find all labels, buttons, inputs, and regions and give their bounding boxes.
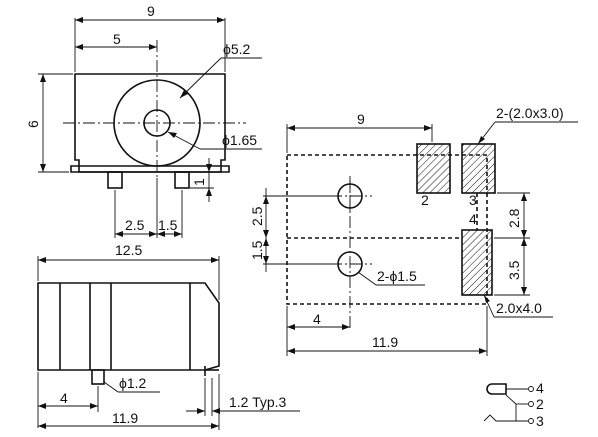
dim-fp-hole-lower: 1.5: [249, 240, 265, 260]
dim-fp-pad-row: 9: [357, 111, 365, 127]
pad-label-4: 4: [469, 211, 477, 227]
pad-label-2: 2: [421, 192, 429, 208]
pad-size-large: 2.0x4.0: [496, 300, 542, 316]
dim-top-height: 6: [25, 120, 41, 128]
pad-label-3: 3: [469, 192, 477, 208]
dim-fp-hole-x: 4: [313, 311, 321, 327]
dim-side-tab: 1.2 Typ.3: [229, 394, 287, 410]
pcb-footprint: 2 3 4 9 2-(2.0x3.0) 2.5 1.5 2.8 3: [249, 105, 578, 356]
dim-top-center: 5: [113, 31, 121, 47]
dim-top-outer-dia: ϕ5.2: [223, 41, 251, 57]
dim-fp-width: 11.9: [372, 334, 398, 350]
hole-spec: 2-ϕ1.5: [377, 268, 417, 284]
pad-3: [461, 143, 496, 194]
dim-top-width: 9: [147, 3, 155, 19]
dim-fp-pad-large: 3.5: [506, 260, 522, 280]
dim-fp-hole-upper: 2.5: [249, 206, 265, 226]
dim-top-pin-height: 1: [191, 178, 207, 186]
dim-top-pin-dia: ϕ1.65: [222, 132, 257, 148]
pin-schematic: 4 2 3: [483, 380, 544, 429]
top-view: 9 5 6 ϕ5.2 ϕ1.65 1: [25, 3, 262, 238]
dim-side-body: 11.9: [112, 410, 138, 426]
dim-top-pin-b: 1.5: [158, 217, 178, 233]
dim-side-total: 12.5: [115, 242, 142, 258]
pad-size-small: 2-(2.0x3.0): [496, 105, 564, 121]
pin-label-2: 2: [536, 396, 544, 412]
side-view: 12.5 4 ϕ1.2 1.2 Typ.3 11.9: [37, 242, 300, 430]
dim-top-pin-a: 2.5: [125, 217, 145, 233]
dim-fp-pad-gap: 2.8: [506, 208, 522, 228]
pad-4: [461, 229, 493, 296]
dim-side-pin-dia: ϕ1.2: [119, 375, 147, 391]
pin-label-3: 3: [536, 413, 544, 429]
dim-side-pin-offset: 4: [60, 390, 68, 406]
pad-2: [416, 143, 451, 194]
pin-label-4: 4: [536, 380, 544, 396]
